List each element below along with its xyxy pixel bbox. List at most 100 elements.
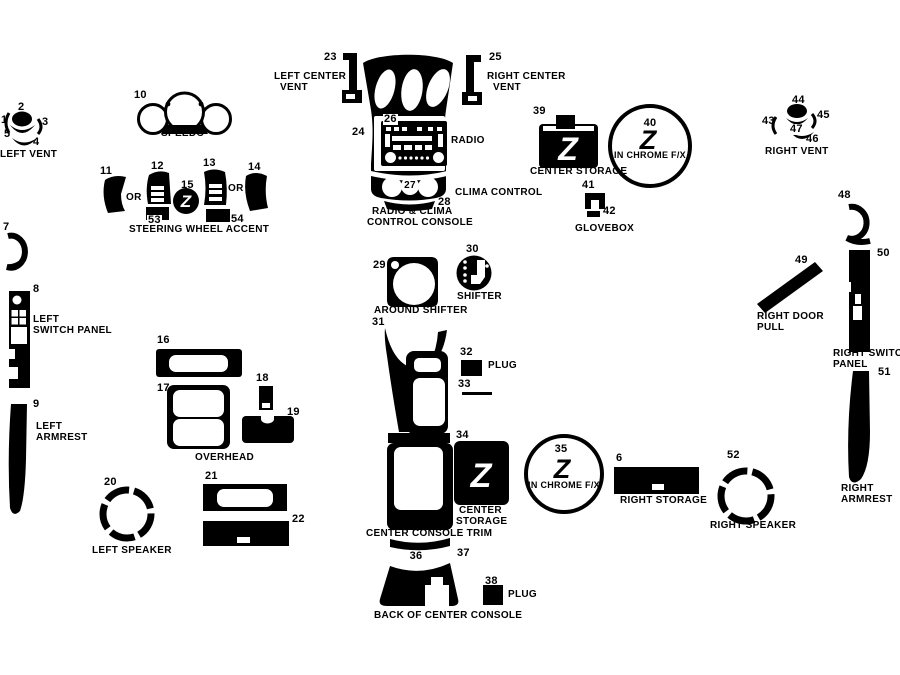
left-switch-panel-label-2: SWITCH PANEL	[33, 325, 112, 336]
part-33-shape	[462, 392, 492, 395]
part-10-shape	[137, 91, 232, 135]
part-15-shape	[173, 188, 199, 214]
part-29-number: 29	[373, 259, 386, 271]
part-35-number: 35	[554, 443, 568, 455]
part-28-number: 28	[438, 196, 451, 208]
part-8-number: 8	[33, 283, 40, 295]
part-42-number: 42	[603, 205, 616, 217]
part-3-number: 3	[42, 116, 49, 128]
part-22-number: 22	[292, 513, 305, 525]
part-30-number: 30	[466, 243, 479, 255]
part-28-shape	[384, 201, 435, 211]
right-vent-group	[771, 104, 817, 139]
right-armrest-label-2: ARMREST	[841, 494, 893, 505]
or-left-label: OR	[126, 192, 142, 203]
part-31-number: 31	[372, 316, 385, 328]
shifter-label: SHIFTER	[457, 291, 502, 302]
radio-clima-label-2: CONTROL CONSOLE	[367, 217, 473, 228]
part-36-number: 36	[409, 550, 423, 562]
part-6-shape	[614, 467, 699, 494]
part-20-shape	[99, 486, 155, 542]
part-38-number: 38	[485, 575, 498, 587]
part-14-shape	[245, 173, 268, 211]
part-50-number: 50	[877, 247, 890, 259]
part-47-shape	[786, 118, 808, 125]
steering-wheel-accent-group: Z	[103, 169, 268, 222]
part-14-number: 14	[248, 161, 261, 173]
part-11-shape	[103, 176, 126, 213]
part-45-shape	[810, 113, 817, 129]
part-18-number: 18	[256, 372, 269, 384]
part-51-number: 51	[878, 366, 891, 378]
part-48-shape	[845, 203, 871, 245]
part-35-z-logo: Z	[553, 454, 572, 484]
part-5-shape	[10, 125, 35, 133]
center-console-trim-label: CENTER CONSOLE TRIM	[366, 528, 493, 539]
center-storage-39-label: CENTER STORAGE	[530, 166, 628, 177]
part-15-z-logo: Z	[180, 192, 192, 211]
part-20-number: 20	[104, 476, 117, 488]
part-41-number: 41	[582, 179, 595, 191]
around-shifter-label: AROUND SHIFTER	[374, 305, 468, 316]
part-2-number: 2	[18, 101, 25, 113]
part-13-number: 13	[203, 157, 216, 169]
left-speaker-label: LEFT SPEAKER	[92, 545, 172, 556]
part-29-shape	[387, 257, 438, 307]
part-1-number: 1	[1, 114, 8, 126]
part-40-shape: Z	[608, 104, 692, 188]
part-34-shape: Z	[454, 441, 509, 505]
part-27-number: 27	[404, 180, 416, 191]
part-12-number: 12	[151, 160, 164, 172]
left-center-vent-label-1: LEFT CENTER	[274, 71, 347, 82]
part-3-shape	[36, 118, 43, 135]
part-37-number: 37	[457, 547, 470, 559]
part-40-z-logo: Z	[639, 125, 658, 155]
part-9-shape	[8, 404, 27, 514]
part-9-number: 9	[33, 398, 40, 410]
right-armrest-label-1: RIGHT	[841, 483, 874, 494]
left-center-vent-label-2: VENT	[280, 82, 308, 93]
part-8-shape	[9, 291, 30, 388]
part-25-number: 25	[489, 51, 502, 63]
part-45-number: 45	[817, 109, 830, 121]
right-switch-panel-label-1: RIGHT SWITCH	[833, 348, 900, 359]
part-2-shape	[12, 111, 32, 127]
part-21-number: 21	[205, 470, 218, 482]
right-vent-label: RIGHT VENT	[765, 146, 829, 157]
part-5-number: 5	[4, 128, 11, 140]
right-door-pull-label-2: PULL	[757, 322, 785, 333]
part-49-shape	[757, 262, 823, 313]
part-36-shape	[390, 538, 450, 551]
part-54-shape	[206, 209, 230, 222]
left-vent-label: LEFT VENT	[0, 149, 58, 160]
part-17-number: 17	[157, 382, 170, 394]
part-25-shape	[462, 55, 482, 105]
part-30-shape	[456, 255, 492, 291]
part-1-shape	[4, 112, 11, 134]
right-storage-label: RIGHT STORAGE	[620, 495, 708, 506]
part-15-number: 15	[181, 179, 194, 191]
part-46-shape	[790, 132, 814, 139]
part-41-shape	[585, 193, 605, 209]
part-6-number: 6	[616, 452, 623, 464]
part-49-number: 49	[795, 254, 808, 266]
part-26-shape	[381, 121, 447, 166]
part-19-shape	[242, 416, 294, 443]
part-11-number: 11	[100, 165, 113, 177]
back-of-center-console-group	[379, 538, 459, 606]
right-center-vent-label-1: RIGHT CENTER	[487, 71, 566, 82]
part-34-z-logo: Z	[470, 457, 493, 495]
left-armrest-label-1: LEFT	[36, 421, 63, 432]
part-54-number: 54	[231, 213, 244, 225]
part-44-number: 44	[792, 94, 805, 106]
glovebox-label: GLOVEBOX	[575, 223, 635, 234]
part-39-number: 39	[533, 105, 546, 117]
part-38-shape	[483, 585, 503, 605]
center-storage-34-label-2: STORAGE	[456, 516, 508, 527]
part-35-shape: Z	[524, 434, 604, 514]
part-31-shape	[384, 328, 453, 530]
left-vent-group	[4, 111, 43, 146]
part-44-shape	[787, 104, 807, 118]
